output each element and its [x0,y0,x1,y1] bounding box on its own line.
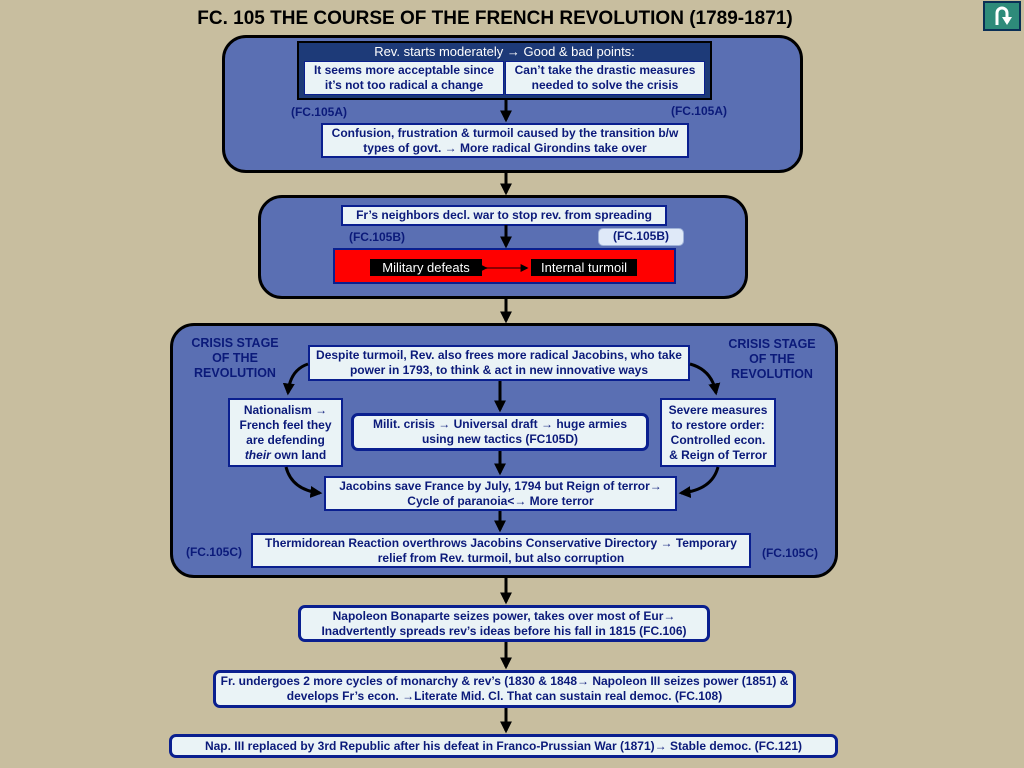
arrow-nationalism-to-save [284,466,323,498]
crisis-stage-label-left: CRISIS STAGE OF THE REVOLUTION [191,336,279,380]
war-declared-box: Fr’s neighbors decl. war to stop rev. fr… [341,205,667,226]
crisis-stage-label-right: CRISIS STAGE OF THE REVOLUTION [728,337,816,381]
nationalism-text-emphasis: their [244,447,271,462]
thermidorean-box: Thermidorean Reaction overthrows Jacobin… [251,533,751,568]
ref-fc105c-left: (FC.105C) [185,545,242,559]
military-defeats-label: Military defeats [370,259,482,276]
jacobins-save-france-box: Jacobins save France by July, 1794 but R… [324,476,677,511]
ref-fc105a-right: (FC.105A) [670,104,727,118]
ref-fc105b-right: (FC.105B) [598,228,684,246]
arrow-jacobins-to-severe [689,362,721,396]
internal-turmoil-label: Internal turmoil [531,259,637,276]
ref-fc105b-left: (FC.105B) [348,230,405,244]
nationalism-text-part1: Nationalism → French feel they are defen… [239,402,332,447]
third-republic-box: Nap. III replaced by 3rd Republic after … [169,734,838,758]
severe-measures-box: Severe measures to restore order: Contro… [660,398,776,467]
good-point-box: It seems more acceptable since it’s not … [304,61,504,95]
arrow-jacobins-to-nationalism [282,362,309,396]
arrow-severe-to-save [678,466,720,499]
napoleon-box: Napoleon Bonaparte seizes power, takes o… [298,605,710,642]
ref-fc105a-left: (FC.105A) [290,105,347,119]
ref-fc105c-right: (FC.105C) [761,546,818,560]
military-crisis-box: Milit. crisis → Universal draft → huge a… [351,413,649,451]
confusion-box: Confusion, frustration & turmoil caused … [321,123,689,158]
page-title: FC. 105 THE COURSE OF THE FRENCH REVOLUT… [197,8,793,29]
rev-starts-header: Rev. starts moderately → Good & bad poin… [300,44,709,60]
bad-point-box: Can’t take the drastic measures needed t… [505,61,705,95]
home-button[interactable] [983,1,1021,31]
jacobins-take-power-box: Despite turmoil, Rev. also frees more ra… [308,345,690,381]
nationalism-text: Nationalism → French feel they are defen… [234,403,337,463]
nationalism-box: Nationalism → French feel they are defen… [228,398,343,467]
return-arrow-icon [995,6,1012,25]
nationalism-text-part2: own land [270,447,327,462]
monarchy-cycles-box: Fr. undergoes 2 more cycles of monarchy … [213,670,796,708]
